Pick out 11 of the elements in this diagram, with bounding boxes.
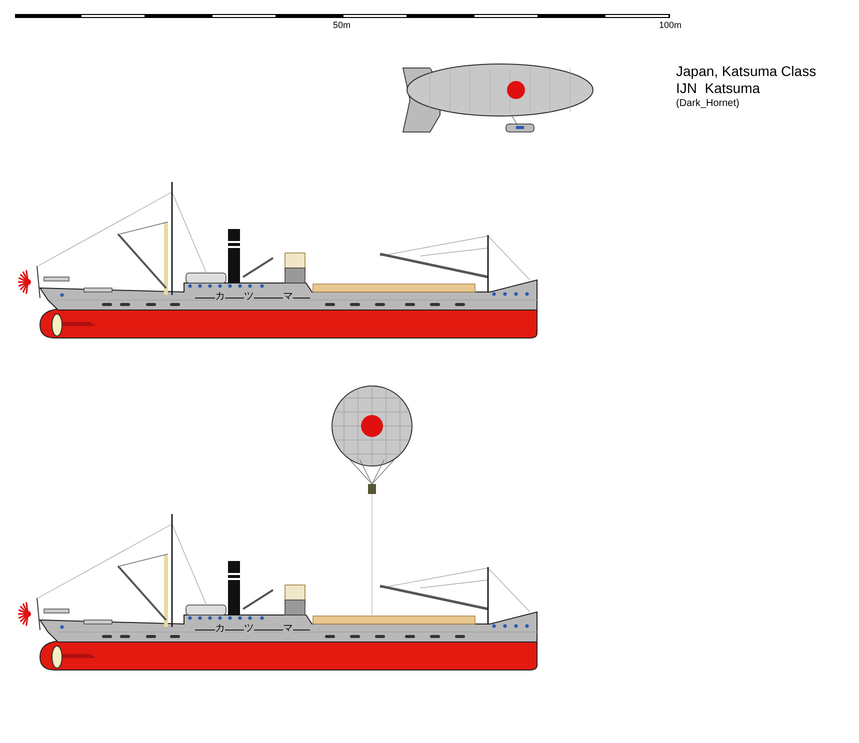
hull-lettering: ツ	[244, 292, 254, 302]
ship-name: IJN Katsuma	[676, 81, 760, 95]
author-credit: (Dark_Hornet)	[676, 99, 740, 109]
hull-lettering: マ	[283, 292, 293, 302]
hull-lettering: ツ	[244, 624, 254, 634]
hull-lettering: カ	[215, 292, 225, 302]
title: Japan, Katsuma Class	[676, 64, 816, 78]
scale-label: 100m	[659, 21, 682, 30]
hull-lettering: マ	[283, 624, 293, 634]
hull-lettering: カ	[215, 624, 225, 634]
scale-label: 50m	[333, 21, 351, 30]
